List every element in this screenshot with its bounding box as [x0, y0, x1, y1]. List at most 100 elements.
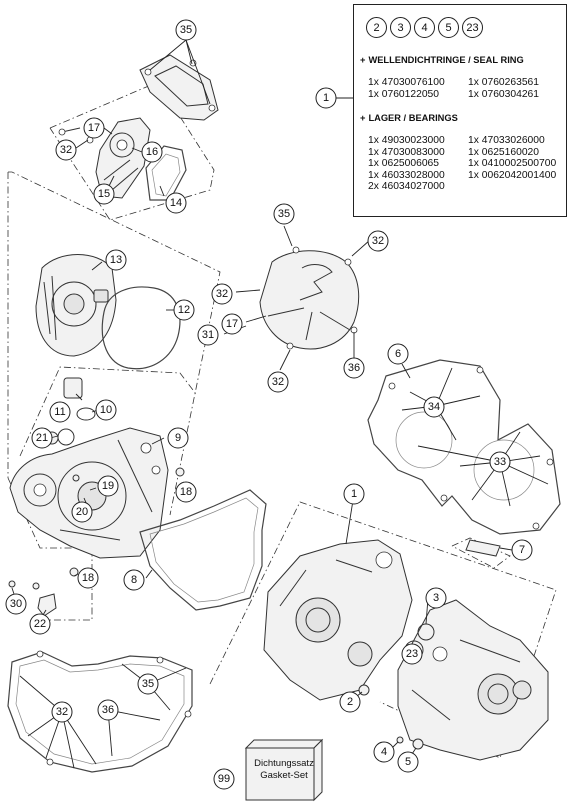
gasket-kit-box	[244, 738, 324, 802]
svg-text:35: 35	[278, 208, 290, 220]
svg-text:17: 17	[88, 122, 100, 134]
svg-text:19: 19	[102, 480, 114, 492]
callout-32-top: 32	[55, 139, 77, 161]
callout-36-mid: 36	[343, 357, 365, 379]
svg-text:30: 30	[10, 598, 22, 610]
parts-legend-box: 2 3 4 5 23 +WELLENDICHTRINGE / SEAL RING…	[353, 4, 567, 217]
svg-text:99: 99	[218, 773, 230, 785]
svg-text:18: 18	[180, 486, 192, 498]
bearing-item: 1x 47030083000	[368, 146, 445, 158]
svg-text:12: 12	[178, 304, 190, 316]
assembly-outline-crankcase	[209, 501, 557, 759]
callout-33: 33	[489, 451, 511, 473]
bearing-item: 1x 46033028000	[368, 169, 445, 181]
callout-20: 20	[71, 501, 93, 523]
callout-32-mid-bottom: 32	[267, 371, 289, 393]
crankcase-gasket-part	[367, 359, 561, 535]
svg-text:1: 1	[323, 92, 329, 104]
crankcase-right-part	[397, 599, 549, 761]
crankcase-left-part	[263, 539, 413, 701]
legend-ref-3: 3	[390, 17, 411, 38]
callout-6: 6	[387, 343, 409, 365]
callout-12: 12	[173, 299, 195, 321]
seal-item: 1x 0760122050	[368, 88, 440, 100]
ignition-cover-part	[35, 254, 117, 357]
callout-32-mid-left: 32	[211, 283, 233, 305]
svg-text:22: 22	[34, 618, 46, 630]
bearing-item: 2x 46034027000	[368, 181, 445, 193]
svg-text:7: 7	[519, 544, 525, 556]
svg-text:32: 32	[60, 144, 72, 156]
callout-4: 4	[373, 741, 395, 763]
gasket-kit-label: Dichtungssatz Gasket-Set	[248, 758, 320, 781]
legend-included-refs: 2 3 4 5 23	[366, 17, 483, 38]
assembly-outline-left-cover	[8, 171, 221, 516]
svg-text:32: 32	[372, 235, 384, 247]
callout-35-bottom: 35	[137, 673, 159, 695]
clutch-outer-cover-part	[259, 246, 360, 350]
svg-text:6: 6	[395, 348, 401, 360]
callout-32-mid-right: 32	[367, 230, 389, 252]
callout-35-mid: 35	[273, 203, 295, 225]
svg-text:34: 34	[428, 401, 440, 413]
svg-text:32: 32	[56, 706, 68, 718]
svg-text:15: 15	[98, 188, 110, 200]
bearing-item: 1x 0062042001400	[468, 169, 557, 181]
svg-text:18: 18	[82, 572, 94, 584]
callout-32-bottom: 32	[51, 701, 73, 723]
svg-text:2: 2	[347, 696, 353, 708]
seal-item: 1x 47030076100	[368, 77, 445, 88]
seal-item: 1x 0760263561	[468, 77, 540, 88]
callout-18-bottom: 18	[77, 567, 99, 589]
callout-35-top: 35	[175, 19, 197, 41]
callout-19: 19	[97, 475, 119, 497]
legend-ref-4: 4	[414, 17, 435, 38]
gasket-kit-label-de: Dichtungssatz	[254, 758, 314, 769]
svg-text:20: 20	[76, 506, 88, 518]
svg-text:10: 10	[100, 404, 112, 416]
bearing-item: 1x 49030023000	[368, 135, 445, 146]
callout-17-mid: 17	[221, 313, 243, 335]
bearing-item: 1x 0410002500700	[468, 158, 557, 170]
bearings-list: 1x 49030023000 1x 47033026000 1x 4703008…	[368, 135, 568, 193]
callout-99: 99	[213, 768, 235, 790]
callout-30: 30	[5, 593, 27, 615]
callout-10: 10	[95, 399, 117, 421]
svg-text:5: 5	[405, 756, 411, 768]
assembly-outline-lower	[7, 477, 93, 621]
bearing-item: 1x 47033026000	[468, 135, 545, 146]
callout-31: 31	[197, 324, 219, 346]
svg-text:21: 21	[36, 432, 48, 444]
svg-text:31: 31	[202, 329, 214, 341]
svg-text:16: 16	[146, 146, 158, 158]
callout-15: 15	[93, 183, 115, 205]
clutch-cover-part	[9, 427, 169, 559]
water-pump-cover-part	[139, 54, 219, 121]
svg-text:35: 35	[142, 678, 154, 690]
gasket-kit-label-en: Gasket-Set	[260, 769, 308, 781]
callout-7: 7	[511, 539, 533, 561]
gasket-set-outline-part	[7, 650, 193, 773]
oil-plug-part	[57, 377, 96, 446]
callout-14: 14	[165, 192, 187, 214]
svg-text:17: 17	[226, 318, 238, 330]
svg-text:33: 33	[494, 456, 506, 468]
svg-text:14: 14	[170, 197, 182, 209]
svg-text:1: 1	[351, 488, 357, 500]
legend-ref-2: 2	[366, 17, 387, 38]
svg-text:8: 8	[131, 574, 137, 586]
seal-ring-heading-text: WELLENDICHTRINGE / SEAL RING	[368, 55, 524, 65]
seal-ring-list: 1x 47030076100 1x 0760263561 1x 07601220…	[368, 77, 568, 100]
callout-17-top: 17	[83, 117, 105, 139]
svg-text:9: 9	[175, 432, 181, 444]
svg-text:13: 13	[110, 254, 122, 266]
callout-11: 11	[49, 401, 71, 423]
svg-text:32: 32	[216, 288, 228, 300]
water-pump-housing-part	[58, 117, 151, 199]
callout-8: 8	[123, 569, 145, 591]
svg-text:23: 23	[406, 648, 418, 660]
legend-ref-23: 23	[462, 17, 483, 38]
dowel-pin-part	[465, 539, 501, 557]
assembly-outline-waterpump	[49, 81, 215, 221]
